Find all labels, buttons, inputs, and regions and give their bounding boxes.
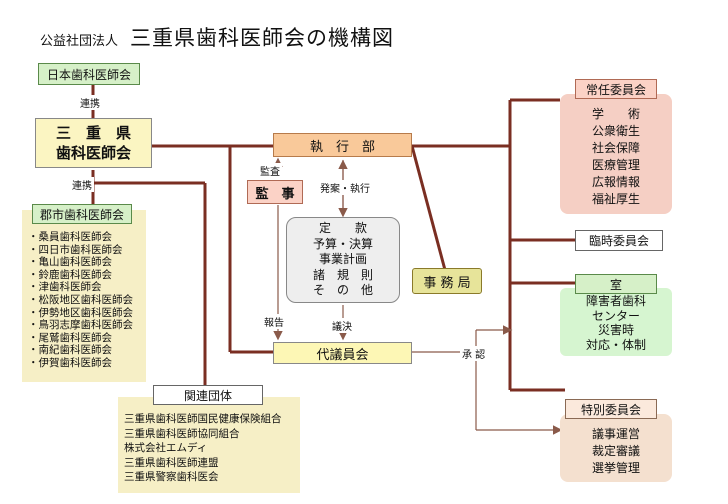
josan-panel <box>560 94 672 214</box>
tokubetsu-member-list: 議事運営 裁定審議 選挙管理 <box>591 427 640 475</box>
shitsu-header: 室 <box>575 274 657 294</box>
label-houkoku: 報告 <box>262 314 286 329</box>
executive-board: 執 行 部 <box>273 133 412 157</box>
kanren-header: 関連団体 <box>153 385 263 405</box>
josan-header: 常任委員会 <box>575 79 657 99</box>
label-giketsu: 議決 <box>330 318 354 333</box>
mie-line1: 三 重 県 <box>55 124 131 142</box>
label-kansa: 監査 <box>258 163 282 178</box>
tokubetsu-panel <box>560 414 672 482</box>
rinji-committee: 臨時委員会 <box>575 230 663 251</box>
chart-title: 三重県歯科医師会の機構図 <box>130 26 395 50</box>
shitsu-member-list: 障害者歯科 センター 災害時 対応・体制 <box>585 294 646 352</box>
kanren-member-list: 三重県歯科医師国民健康保険組合 三重県歯科医師協同組合 株式会社エムディ 三重県… <box>124 413 282 483</box>
agenda-list: 定 款 予算・決算 事業計画 諸 規 則 そ の 他 <box>312 221 373 298</box>
gunshi-member-list: ・桑員歯科医師会 ・四日市歯科医師会 ・亀山歯科医師会 ・鈴鹿歯科医師会 ・津歯… <box>28 231 133 369</box>
auditor: 監 事 <box>247 180 303 204</box>
gunshi-header: 郡市歯科医師会 <box>32 204 132 224</box>
mie-dental-association: 三 重 県 歯科医師会 <box>35 118 152 168</box>
agenda-box: 定 款 予算・決算 事業計画 諸 規 則 そ の 他 <box>286 217 400 303</box>
josan-member-list: 学 術 公衆衛生 社会保障 医療管理 広報情報 福祉厚生 <box>591 107 640 206</box>
label-hatsuan: 発案・執行 <box>318 180 372 195</box>
secretariat: 事 務 局 <box>412 268 482 294</box>
link-exec-office <box>410 145 447 271</box>
shitsu-panel <box>560 288 672 356</box>
label-renkei-2: 連携 <box>70 177 94 192</box>
org-type: 公益社団法人 <box>40 34 119 49</box>
label-shounin: 承 認 <box>460 346 488 361</box>
mie-line2: 歯科医師会 <box>55 144 131 162</box>
tokubetsu-header: 特別委員会 <box>565 399 657 419</box>
label-renkei-1: 連携 <box>78 95 102 110</box>
kanren-panel <box>118 397 300 493</box>
japan-dental-association: 日本歯科医師会 <box>38 63 140 85</box>
page-title: 公益社団法人三重県歯科医師会の機構図 <box>40 22 394 52</box>
delegates-assembly: 代議員会 <box>273 342 412 364</box>
gunshi-panel <box>22 210 146 382</box>
